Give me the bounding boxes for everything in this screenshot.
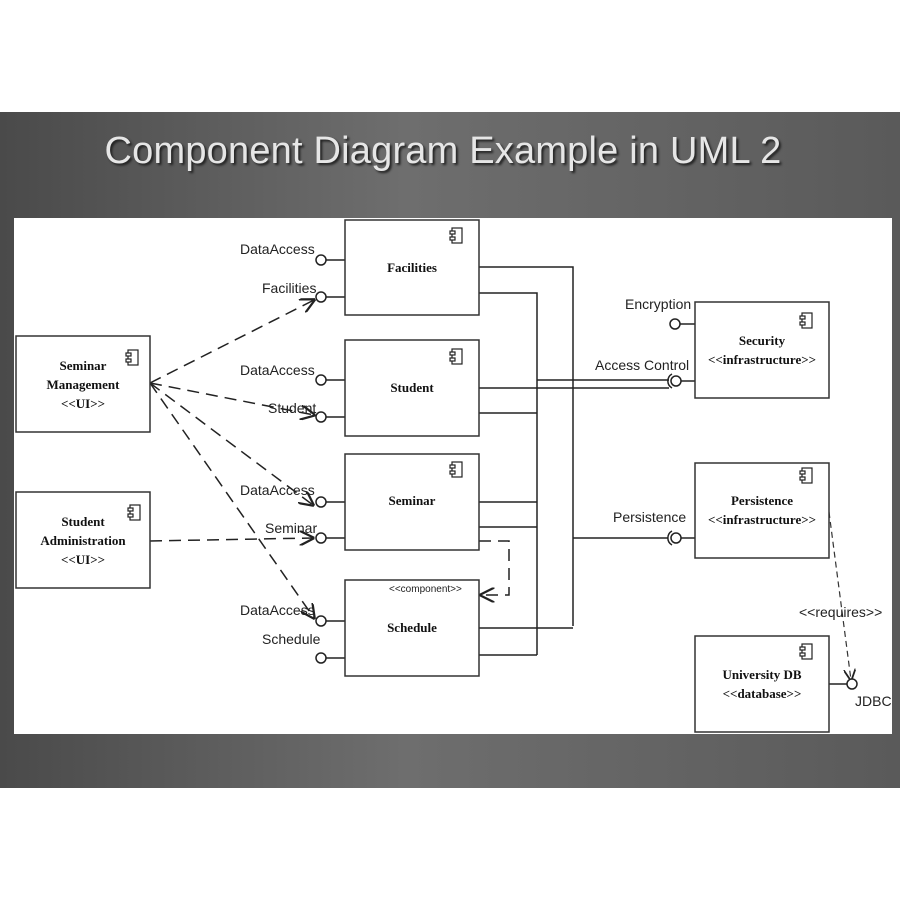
dep-sa-seminar [149, 538, 313, 541]
component-icon [799, 467, 813, 484]
component-icon [799, 643, 813, 660]
dep-sm-facilities [149, 300, 314, 384]
student-dataaccess-interface [315, 374, 327, 386]
label-facilities-dataaccess: DataAccess [240, 241, 315, 257]
svg-text:Management: Management [47, 377, 121, 392]
svg-text:Student: Student [61, 514, 105, 529]
schedule-stereotype: <<component>> [389, 584, 462, 595]
wire-facilities-1 [479, 266, 574, 626]
bus-wires [479, 266, 669, 656]
dep-persistence-jdbc [828, 511, 851, 680]
label-jdbc: JDBC [855, 693, 892, 709]
seminar-dataaccess-interface [315, 496, 327, 508]
label-persistence: Persistence [613, 509, 686, 525]
component-seminar: Seminar [344, 453, 480, 551]
component-security: Security <<infrastructure>> [694, 301, 830, 399]
component-schedule: <<component>> Schedule [344, 579, 480, 677]
label-seminar: Seminar [265, 520, 317, 536]
persistence-interface [670, 532, 682, 544]
facilities-dataaccess-interface [315, 254, 327, 266]
component-facilities: Facilities [344, 219, 480, 316]
component-seminar-management: Seminar Management <<UI>> [15, 335, 151, 433]
dep-sm-student [149, 382, 314, 415]
svg-text:Seminar: Seminar [60, 358, 107, 373]
component-icon [449, 227, 463, 244]
component-icon [127, 504, 141, 521]
dep-sm-seminar [149, 382, 313, 505]
dependencies [149, 300, 851, 680]
svg-text:Administration: Administration [40, 533, 126, 548]
svg-text:<<UI>>: <<UI>> [61, 396, 105, 411]
port-labels: DataAccess Facilities DataAccess Student… [240, 241, 892, 709]
svg-text:Persistence: Persistence [731, 493, 793, 508]
svg-text:<<UI>>: <<UI>> [61, 552, 105, 567]
component-student: Student [344, 339, 480, 437]
svg-text:Student: Student [390, 380, 434, 395]
schedule-dataaccess-interface [315, 615, 327, 627]
label-schedule: Schedule [262, 631, 321, 647]
interfaces-left [315, 254, 345, 664]
access-control-interface [670, 375, 682, 387]
label-requires: <<requires>> [799, 604, 882, 620]
svg-text:Schedule: Schedule [387, 620, 437, 635]
svg-text:Facilities: Facilities [387, 260, 437, 275]
component-icon [125, 349, 139, 366]
component-student-administration: Student Administration <<UI>> [15, 491, 151, 589]
component-university-db: University DB <<database>> [694, 635, 830, 733]
interfaces-right [667, 318, 695, 546]
slide-title: Component Diagram Example in UML 2 [104, 130, 782, 172]
svg-text:<<database>>: <<database>> [723, 686, 802, 701]
svg-text:Seminar: Seminar [389, 493, 436, 508]
svg-text:<<infrastructure>>: <<infrastructure>> [708, 352, 816, 367]
component-icon [449, 348, 463, 365]
jdbc-interface [846, 678, 858, 690]
svg-text:<<infrastructure>>: <<infrastructure>> [708, 512, 816, 527]
label-student: Student [268, 400, 316, 416]
schedule-interface [315, 652, 327, 664]
label-facilities: Facilities [262, 280, 316, 296]
component-icon [799, 312, 813, 329]
facilities-interface [315, 291, 327, 303]
label-access-control: Access Control [595, 357, 689, 373]
component-persistence: Persistence <<infrastructure>> [694, 462, 830, 559]
encryption-interface [669, 318, 681, 330]
label-encryption: Encryption [625, 296, 691, 312]
wire-facilities-2 [479, 292, 538, 655]
svg-text:University DB: University DB [722, 667, 801, 682]
label-student-dataaccess: DataAccess [240, 362, 315, 378]
label-seminar-dataaccess: DataAccess [240, 482, 315, 498]
dep-sm-schedule [149, 382, 314, 618]
svg-text:Security: Security [739, 333, 786, 348]
dep-seminar-schedule [479, 540, 510, 595]
seminar-interface [315, 532, 327, 544]
student-interface [315, 411, 327, 423]
component-icon [449, 461, 463, 478]
label-schedule-dataaccess: DataAccess [240, 602, 315, 618]
